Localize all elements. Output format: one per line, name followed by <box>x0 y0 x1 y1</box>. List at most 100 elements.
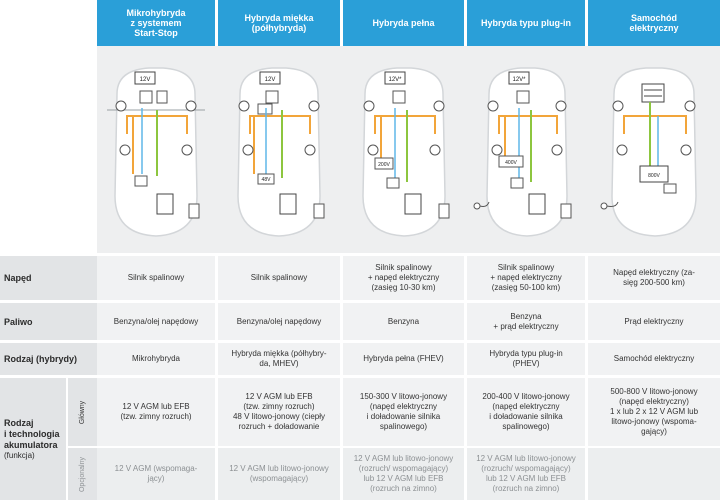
battery-label: 12V* <box>512 77 526 83</box>
power-line-orange <box>623 115 687 134</box>
cell-paliwo-full: Benzyna <box>343 303 464 340</box>
akumulator-sublabel: (funkcja) <box>4 450 35 460</box>
cell-glowny-full: 150-300 V litowo-jonowy (napęd elektrycz… <box>343 378 464 446</box>
label-glowny-text: Główny <box>79 400 86 424</box>
car-body <box>362 67 446 237</box>
header-mild-hybrid: Hybryda miękka (półhybryda) <box>218 0 340 46</box>
wheel-icon <box>491 144 503 156</box>
power-line-orange <box>374 115 436 134</box>
wheel-icon <box>238 100 250 112</box>
fuel-pump-icon <box>313 203 325 219</box>
battery-200v-icon <box>374 157 394 170</box>
cell-opcjonalny-electric <box>588 448 720 500</box>
car-diagram-plugin-hybrid: 12V* 400V <box>467 46 585 253</box>
power-line-orange <box>249 115 311 134</box>
car-diagram-mild-hybrid: 12V 48V <box>218 46 340 253</box>
battery-label: 400V <box>505 160 517 166</box>
car-diagram-micro-hybrid: 12V <box>97 46 215 253</box>
fuel-tank-icon <box>279 193 297 215</box>
motor-icon <box>265 90 279 104</box>
cell-naped-plugin: Silnik spalinowy + napęd elektryczny (za… <box>467 256 585 300</box>
battery-12v-rear-icon <box>134 175 148 187</box>
battery-12v-rear-icon <box>386 177 400 189</box>
power-line-orange <box>498 115 558 134</box>
wheel-icon <box>115 100 127 112</box>
cell-rodzaj-plugin: Hybryda typu plug-in (PHEV) <box>467 343 585 375</box>
battery-400v-icon <box>498 155 524 168</box>
cell-naped-mild: Silnik spalinowy <box>218 256 340 300</box>
car-diagram-svg: 12V 48V <box>237 67 325 237</box>
cell-rodzaj-electric: Samochód elektryczny <box>588 343 720 375</box>
header-full-hybrid: Hybryda pełna <box>343 0 464 46</box>
row-label-rodzaj: Rodzaj (hybrydy) <box>0 343 97 375</box>
cell-glowny-mild: 12 V AGM lub EFB (tzw. zimny rozruch) 48… <box>218 378 340 446</box>
header-micro-hybrid: Mikrohybryda z systemem Start-Stop <box>97 0 215 46</box>
cell-opcjonalny-plugin: 12 V AGM lub litowo-jonowy (rozruch/ wsp… <box>467 448 585 500</box>
wheel-icon <box>612 100 624 112</box>
motor-icon <box>392 90 406 104</box>
label-glowny: Główny <box>68 378 97 446</box>
wheel-icon <box>242 144 254 156</box>
wheel-icon <box>684 100 696 112</box>
car-diagram-svg: 12V* 400V <box>473 67 572 237</box>
wheel-icon <box>367 144 379 156</box>
wheel-icon <box>363 100 375 112</box>
wheel-icon <box>185 100 197 112</box>
header-plugin-hybrid: Hybryda typu plug-in <box>467 0 585 46</box>
cell-opcjonalny-micro: 12 V AGM (wspomaga- jący) <box>97 448 215 500</box>
fuel-tank-icon <box>528 193 546 215</box>
charging-plug-icon <box>473 202 481 210</box>
cell-glowny-plugin: 200-400 V litowo-jonowy (napęd elektrycz… <box>467 378 585 446</box>
wheel-icon <box>433 100 445 112</box>
wheel-icon <box>181 144 193 156</box>
battery-12v-rear-icon <box>663 183 677 194</box>
car-diagram-electric-car: 800V <box>588 46 720 253</box>
row-label-akumulator: Rodzaj i technologia akumulatora (funkcj… <box>0 378 66 500</box>
wheel-icon <box>551 144 563 156</box>
cell-naped-micro: Silnik spalinowy <box>97 256 215 300</box>
battery-label: 12V <box>265 77 276 83</box>
wheel-icon <box>680 144 692 156</box>
cell-paliwo-plugin: Benzyna + prąd elektryczny <box>467 303 585 340</box>
battery-12v-icon <box>384 71 406 85</box>
row-label-paliwo: Paliwo <box>0 303 97 340</box>
cell-paliwo-mild: Benzyna/olej napędowy <box>218 303 340 340</box>
cell-naped-electric: Napęd elektryczny (za- sięg 200-500 km) <box>588 256 720 300</box>
wheel-icon <box>616 144 628 156</box>
car-diagram-full-hybrid: 12V* 200V <box>343 46 464 253</box>
electric-motor-icon <box>641 83 665 103</box>
cell-opcjonalny-mild: 12 V AGM lub litowo-jonowy (wspomagający… <box>218 448 340 500</box>
row-label-naped: Napęd <box>0 256 97 300</box>
car-diagram-svg: 12V* 200V <box>362 67 450 237</box>
battery-label: 12V <box>140 77 151 83</box>
battery-12v-icon <box>134 71 156 85</box>
fuel-pump-icon <box>438 203 450 219</box>
battery-label: 12V* <box>388 77 402 83</box>
cell-rodzaj-micro: Mikrohybryda <box>97 343 215 375</box>
wheel-icon <box>308 100 320 112</box>
header-electric-car: Samochód elektryczny <box>588 0 720 46</box>
battery-12v-rear-icon <box>510 177 524 189</box>
cell-rodzaj-mild: Hybryda miękka (półhybry- da, MHEV) <box>218 343 340 375</box>
generator-icon <box>156 90 168 104</box>
inverter-icon <box>257 103 273 115</box>
car-body <box>611 67 697 237</box>
cell-naped-full: Silnik spalinowy + napęd elektryczny (za… <box>343 256 464 300</box>
car-body <box>486 67 568 237</box>
cell-rodzaj-full: Hybryda pełna (FHEV) <box>343 343 464 375</box>
cell-paliwo-electric: Prąd elektryczny <box>588 303 720 340</box>
wheel-icon <box>304 144 316 156</box>
wheel-icon <box>487 100 499 112</box>
wheel-icon <box>119 144 131 156</box>
cell-glowny-micro: 12 V AGM lub EFB (tzw. zimny rozruch) <box>97 378 215 446</box>
battery-48v-icon <box>257 173 275 185</box>
motor-icon <box>139 90 153 104</box>
label-opcjonalny-text: Opcjonalny <box>79 456 86 492</box>
battery-label: 200V <box>378 162 390 168</box>
battery-label: 48V <box>262 177 272 183</box>
battery-12v-icon <box>508 71 530 85</box>
car-diagram-svg: 800V <box>600 67 697 237</box>
battery-800v-icon <box>639 165 669 183</box>
cell-glowny-electric: 500-800 V litowo-jonowy (napęd elektrycz… <box>588 378 720 446</box>
fuel-pump-icon <box>188 203 200 219</box>
